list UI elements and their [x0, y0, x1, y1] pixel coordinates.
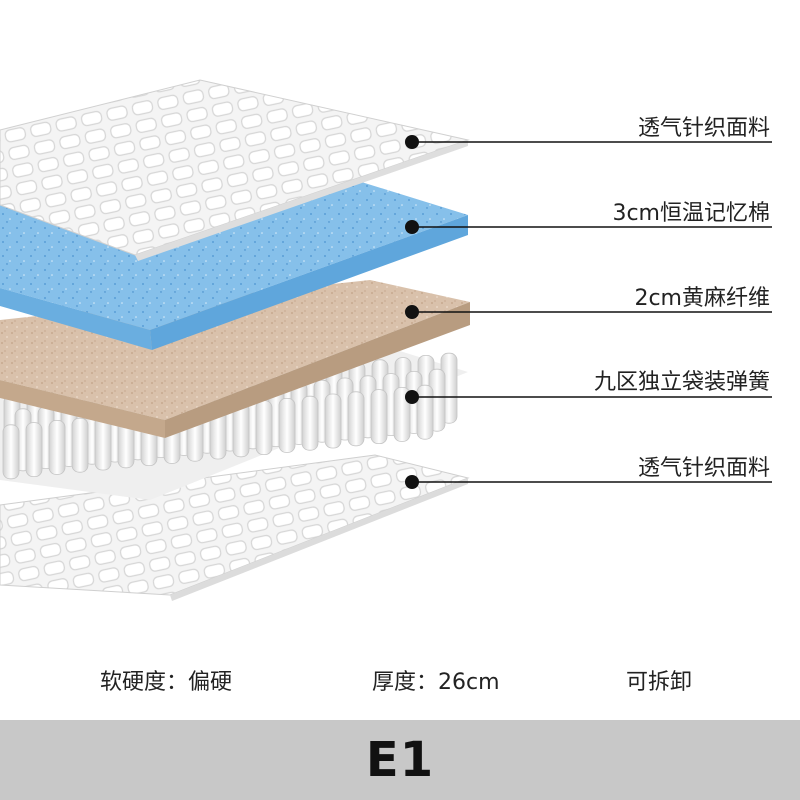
callout-dot — [405, 305, 419, 319]
spring-coil — [393, 386, 411, 442]
spring-coil — [324, 393, 342, 449]
spring-coil — [71, 417, 89, 473]
callout-lines — [405, 135, 772, 489]
spec-thickness: 厚度：26cm — [372, 670, 500, 695]
label-pocket-springs: 九区独立袋装弹簧 — [593, 370, 770, 395]
spring-coil — [48, 419, 66, 475]
callout-dot — [405, 220, 419, 234]
mattress-layers-illustration — [0, 79, 772, 601]
spring-coil — [2, 424, 20, 480]
spring-coil — [347, 391, 365, 447]
label-bottom-fabric: 透气针织面料 — [637, 456, 770, 481]
model-bar: E1 — [0, 720, 800, 800]
callout-dot — [405, 135, 419, 149]
callout-dot — [405, 475, 419, 489]
spec-removable: 可拆卸 — [626, 670, 693, 695]
label-jute-fiber: 2cm黄麻纤维 — [634, 286, 770, 311]
spring-coil — [278, 397, 296, 453]
spring-coil — [370, 389, 388, 445]
spring-coil — [301, 395, 319, 451]
spec-firmness: 软硬度：偏硬 — [100, 670, 233, 695]
layer-top-fabric — [0, 79, 470, 261]
label-top-fabric: 透气针织面料 — [637, 116, 770, 141]
spring-coil — [416, 384, 434, 440]
label-memory-foam: 3cm恒温记忆棉 — [612, 201, 770, 226]
spring-coil — [255, 400, 273, 456]
callout-dot — [405, 390, 419, 404]
model-code: E1 — [365, 732, 435, 788]
spring-coil — [25, 422, 43, 478]
